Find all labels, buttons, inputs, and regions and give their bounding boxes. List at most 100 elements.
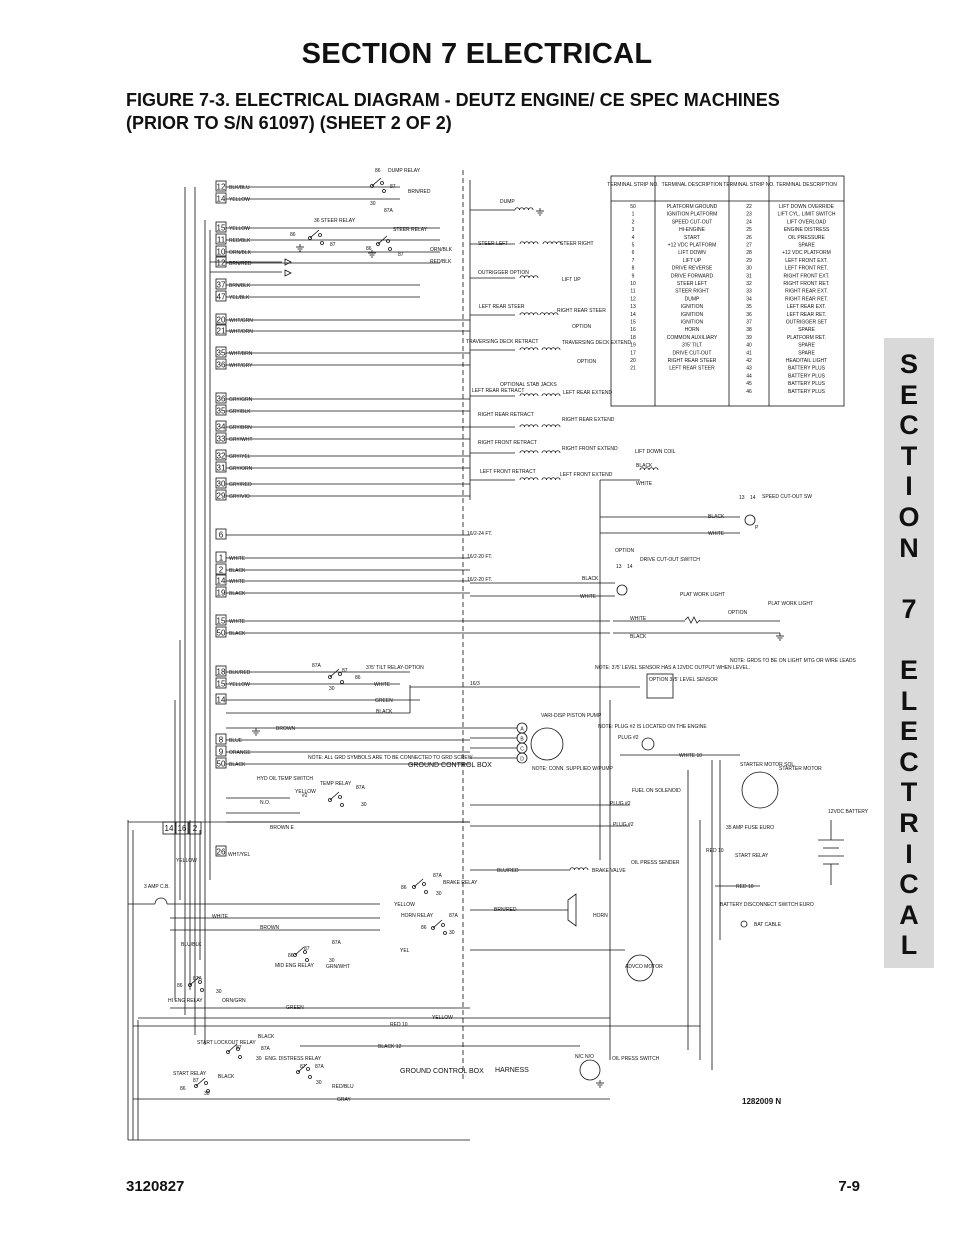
diagram-label: N/C N/O (575, 1054, 594, 1060)
relay-contact (340, 680, 344, 684)
relay-contact (422, 882, 426, 886)
terminal-box (215, 551, 227, 563)
diagram-label: LIFT DOWN OVERRIDE (779, 204, 835, 210)
relay-switch (377, 235, 388, 245)
diagram-label: WHITE (212, 914, 229, 920)
relay-contact (296, 1070, 300, 1074)
diagram-label: NOTE: ALL GRD SYMBOLS ARE TO BE CONNECTE… (308, 755, 473, 761)
diagram-label: BLACK (636, 463, 653, 469)
diagram-label: BATTERY PLUS (788, 373, 826, 379)
diagram-label: 30 (329, 958, 335, 964)
diagram-label: WHITE (636, 481, 653, 487)
diagram-label: 30 (256, 1056, 262, 1062)
terminal-box (215, 221, 227, 233)
diagram-label: VARI-DISP PISTON PUMP (541, 713, 602, 719)
diagram-label: HORN (593, 913, 608, 919)
relay-contact (206, 1089, 210, 1093)
diagram-label: 14 (750, 495, 756, 501)
terminal-box (215, 586, 227, 598)
wire-color-label: BLUE (229, 738, 243, 744)
diagram-label: 30 (449, 930, 455, 936)
diagram-label: YEL (400, 948, 410, 954)
connector-pin (516, 752, 528, 764)
diagram-label: 16/2-20 FT. (467, 577, 492, 583)
diagram-label: 87A (315, 1064, 325, 1070)
diagram-label: 40 (746, 343, 752, 349)
diagram-label: HORN (685, 327, 700, 333)
diagram-label: SPARE (798, 243, 815, 249)
terminal-box (215, 461, 227, 473)
diagram-label: LEFT FRONT RETRACT (480, 469, 536, 475)
diagram-label: 87 (304, 946, 310, 952)
solenoid-coil (539, 312, 559, 316)
wire-color-label: BRN/RED (229, 261, 252, 267)
diagram-label: 23 (746, 212, 752, 218)
diagram-label: WHT/YEL (228, 852, 250, 858)
diagram-label: GROUND CONTROL BOX (408, 762, 492, 769)
diagram-label: 30 (316, 1080, 322, 1086)
document-number: 3120827 (126, 1178, 185, 1195)
diagram-label: MID ENG RELAY (275, 963, 314, 969)
terminal-number: 8 (219, 736, 224, 745)
diagram-label: LEFT REAR EXTEND (563, 390, 612, 396)
diagram-label: GRAY (337, 1097, 351, 1103)
diagram-label: LEFT REAR EXT. (787, 304, 826, 310)
diagram-label: SPARE (798, 343, 815, 349)
terminal-box (215, 677, 227, 689)
circuit-breaker (154, 897, 168, 905)
diagram-label: BRAKE RELAY (443, 880, 478, 886)
table-header: TERMINAL DESCRIPTION (662, 182, 723, 188)
relay-contact (236, 1047, 240, 1051)
terminal-box (215, 404, 227, 416)
diagram-label: IGNITION (681, 320, 704, 326)
relay-contact (386, 239, 390, 243)
diagram-label: 86 (366, 246, 372, 252)
diagram-label: 9 (632, 273, 635, 279)
solenoid-coil (541, 393, 561, 397)
diagram-label: 86 (290, 232, 296, 238)
diagram-label: RED/BLU (332, 1084, 354, 1090)
side-tab-letter: E (899, 716, 918, 747)
diagram-label: OIL PRESS SWITCH (612, 1056, 660, 1062)
wire-color-label: WHITE (229, 619, 246, 625)
diagram-label: OIL PRESSURE (788, 235, 825, 241)
diagram-label: 3'/5' TILT RELAY-OPTION (366, 665, 424, 671)
diagram-label: 87 (236, 1045, 242, 1051)
terminal-number: 11 (217, 236, 226, 245)
solenoid-coil (542, 241, 562, 245)
diagram-label: LIFT DOWN (678, 250, 706, 256)
terminal-box (188, 821, 202, 835)
diagram-label: STEER RIGHT (675, 289, 709, 295)
diagram-label: TEMP RELAY (320, 781, 352, 787)
diagram-label: 87A (384, 208, 394, 214)
solenoid-symbol (641, 737, 655, 751)
terminal-number: 15 (217, 617, 226, 626)
diagram-label: 11 (630, 289, 635, 295)
relay-contact (204, 1081, 208, 1085)
terminal-box (215, 563, 227, 575)
wire-color-label: GRY/BRN (229, 425, 252, 431)
terminal-number: 15 (217, 680, 226, 689)
diagram-label: SPEED CUT-OUT SW (762, 494, 812, 500)
figure-title-line-1: FIGURE 7-3. ELECTRICAL DIAGRAM - DEUTZ E… (126, 90, 780, 110)
terminal-number: 33 (217, 435, 226, 444)
terminal-box (215, 392, 227, 404)
diode (284, 269, 292, 277)
solenoid-coil (519, 275, 539, 279)
solenoid-coil (519, 393, 539, 397)
diagram-label: STARTER MOTOR (779, 766, 822, 772)
relay-switch (297, 1063, 308, 1073)
diagram-label: START RELAY (735, 853, 769, 859)
side-tab-letter: A (899, 899, 919, 930)
relay-switch (227, 1043, 238, 1053)
diagram-label: 87A (261, 1046, 271, 1052)
wire-color-label: ORANGE (229, 750, 251, 756)
diagram-label: 34 (746, 296, 752, 302)
diagram-label: RED/BLK (430, 259, 452, 265)
diagram-label: 18 (630, 335, 636, 341)
side-tab-letter: N (899, 532, 919, 563)
diagram-label: DUMP RELAY (388, 168, 421, 174)
relay-contact (338, 795, 342, 799)
diagram-label: ORN/GRN (222, 998, 246, 1004)
